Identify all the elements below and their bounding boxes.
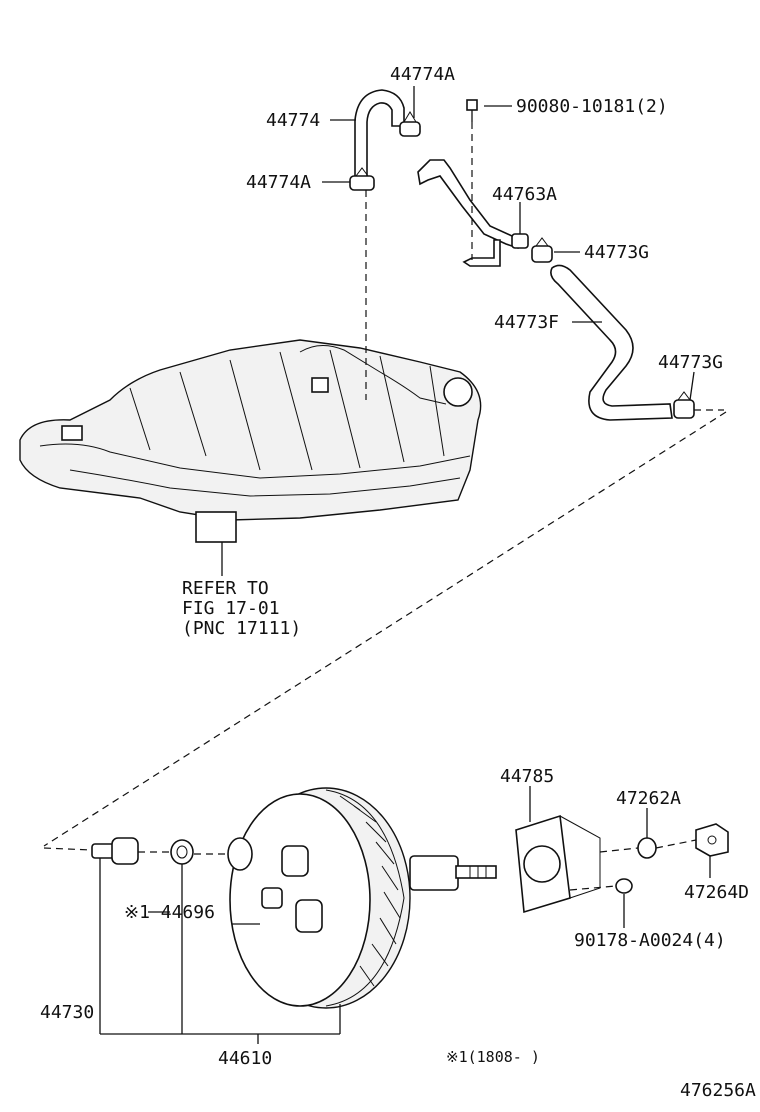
label-44774A-top: 44774A	[390, 64, 455, 85]
nut-90178	[615, 878, 633, 894]
figure-id: 476256A	[680, 1080, 756, 1101]
clamp-44774A-top	[399, 111, 421, 137]
label-44785: 44785	[500, 766, 554, 787]
label-44773G-right: 44773G	[658, 352, 723, 373]
clamp-44773G-top	[531, 237, 553, 263]
leader-lines	[43, 86, 727, 1044]
washer-47262A	[637, 837, 657, 859]
grommet-44696	[170, 839, 194, 865]
label-47262A: 47262A	[616, 788, 681, 809]
label-refer-line3: (PNC 17111)	[182, 618, 301, 639]
bolt-90080	[466, 99, 478, 122]
clamp-44774A-mid	[349, 167, 375, 191]
label-44763A: 44763A	[492, 184, 557, 205]
label-44773F: 44773F	[494, 312, 559, 333]
intake-manifold	[19, 339, 482, 543]
label-refer-line2: FIG 17-01	[182, 598, 280, 619]
label-refer-line1: REFER TO	[182, 578, 269, 599]
label-90178-A0024: 90178-A0024(4)	[574, 930, 726, 951]
label-44774: 44774	[266, 110, 320, 131]
gasket-44785	[515, 814, 601, 914]
brake-booster	[227, 787, 497, 1009]
hose-44774	[354, 89, 405, 179]
hose-44773F	[550, 264, 673, 421]
pipe-44763A	[417, 159, 529, 267]
footnote: ※1(1808- )	[446, 1048, 540, 1066]
clamp-44773G-right	[673, 391, 695, 419]
check-valve-44730	[91, 837, 139, 865]
label-47264D: 47264D	[684, 882, 749, 903]
label-44773G-top: 44773G	[584, 242, 649, 263]
label-44774A-mid: 44774A	[246, 172, 311, 193]
label-44610: 44610	[218, 1048, 272, 1069]
label-44696: ※1 44696	[124, 902, 215, 923]
label-44730: 44730	[40, 1002, 94, 1023]
clevis-47264D	[695, 823, 729, 857]
label-90080-10181: 90080-10181(2)	[516, 96, 668, 117]
